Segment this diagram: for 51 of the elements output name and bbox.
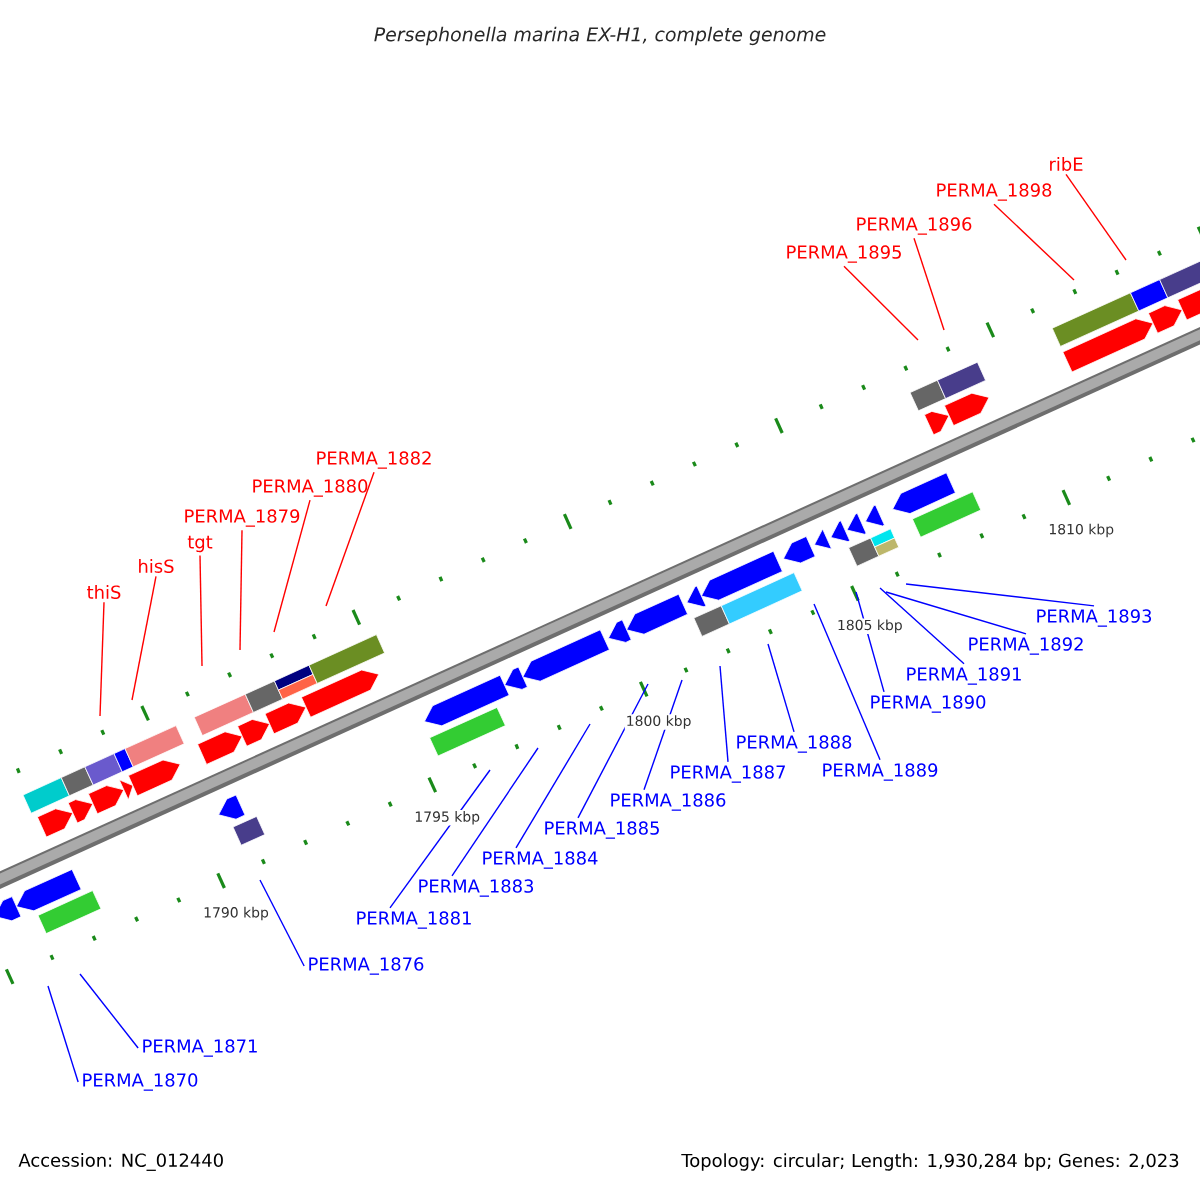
leader-line [451, 747, 539, 877]
leader-line [885, 591, 1027, 635]
gene-label: thiS [87, 585, 121, 599]
leader-line [325, 471, 375, 607]
gene-label: PERMA_1888 [737, 735, 852, 753]
leader-line [199, 554, 203, 667]
gene-label: PERMA_1887 [671, 765, 785, 783]
leader-line [389, 769, 491, 909]
gene-label: PERMA_1879 [185, 509, 300, 527]
leader-line [47, 985, 79, 1083]
gene-label: PERMA_1889 [823, 763, 938, 781]
leader-line [577, 683, 649, 819]
gene-label: PERMA_1870 [83, 1073, 198, 1091]
leader-line [813, 603, 881, 761]
gene-label: PERMA_1895 [787, 245, 901, 263]
gene-label: PERMA_1882 [317, 451, 431, 469]
gene-label: PERMA_1881 [357, 911, 471, 929]
leader-line [273, 499, 311, 633]
leader-line [913, 237, 945, 331]
leader-line [131, 575, 157, 701]
gene-label: hisS [139, 559, 174, 573]
gene-label: PERMA_1886 [611, 793, 726, 811]
gene-label: PERMA_1871 [143, 1039, 257, 1057]
gene-label: PERMA_1880 [253, 479, 368, 497]
leader-line [99, 601, 105, 717]
leader-line [843, 265, 919, 341]
leader-line [993, 203, 1075, 281]
gene-label: PERMA_1890 [871, 695, 986, 713]
leader-line [719, 665, 729, 763]
footer-text: Topology: circular; Length: 1,930,284 bp; Genes: 2,023 [681, 1153, 1179, 1171]
gene-label: PERMA_1883 [419, 879, 534, 897]
leader-line [239, 529, 243, 651]
gene-label: PERMA_1896 [857, 217, 972, 235]
gene-label: PERMA_1898 [937, 183, 1052, 201]
gene-label: PERMA_1892 [969, 637, 1083, 655]
leader-line [905, 583, 1095, 607]
gene-label: PERMA_1891 [907, 667, 1021, 685]
footer-text: Accession: NC_012440 [18, 1153, 223, 1171]
leader-line [79, 973, 139, 1049]
gene-label: tgt [187, 535, 213, 553]
leader-line [879, 587, 965, 665]
leader-line [767, 643, 795, 733]
title: Persephonella marina EX-H1, complete genome [374, 26, 826, 46]
leader-line [259, 879, 305, 967]
gene-label: PERMA_1876 [309, 957, 424, 975]
gene-label: ribE [1050, 157, 1083, 171]
gene-label: PERMA_1884 [483, 851, 598, 869]
leader-line [515, 723, 591, 849]
leader-line [1065, 173, 1127, 261]
gene-label: PERMA_1893 [1037, 609, 1152, 627]
gene-label: PERMA_1885 [545, 821, 659, 839]
